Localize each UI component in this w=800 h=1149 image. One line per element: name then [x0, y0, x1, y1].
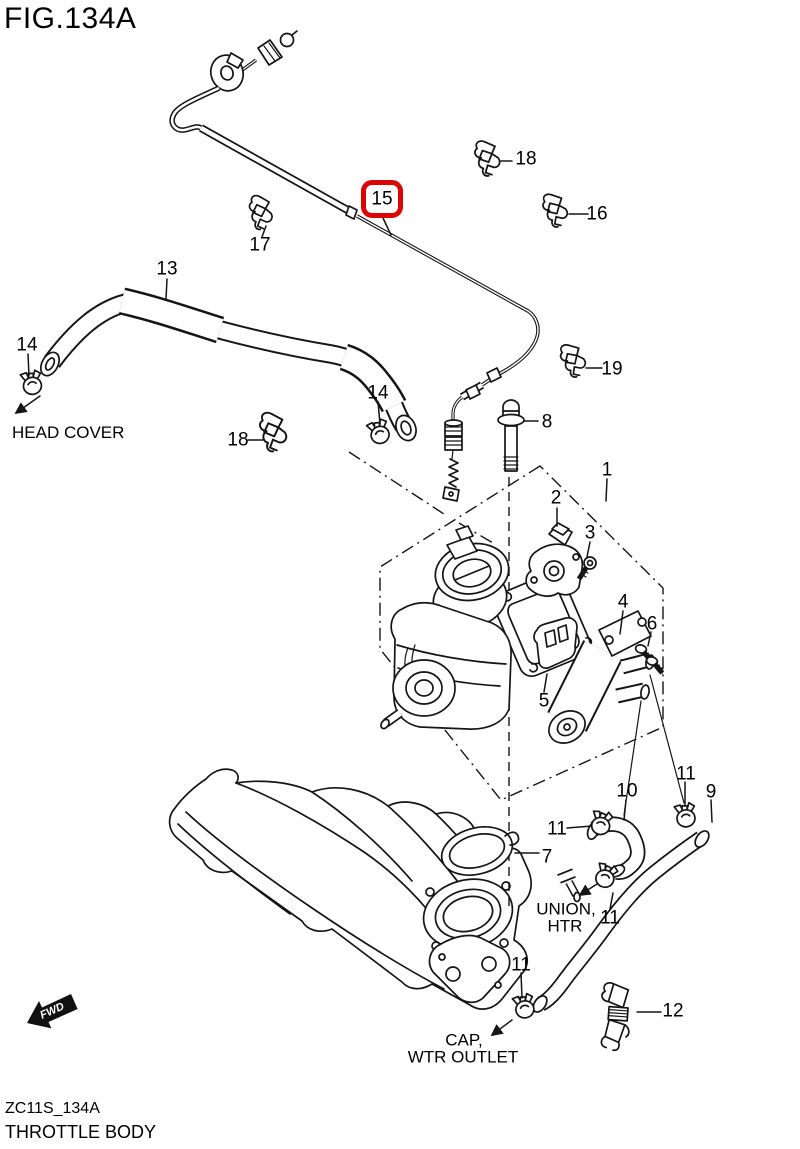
hose-clamp-11-d — [511, 991, 538, 1021]
pcv-hose-13 — [39, 287, 417, 442]
annotation-union-htr-line2: HTR — [547, 916, 583, 936]
fwd-direction-arrow: FWD — [27, 994, 78, 1029]
hose-clamp-11-b — [673, 801, 698, 829]
throttle-cable — [169, 30, 540, 502]
callout-3[interactable]: 3 — [584, 522, 596, 544]
callout-11-a[interactable]: 11 — [676, 763, 696, 785]
callout-11-d[interactable]: 11 — [511, 954, 531, 976]
callout-2[interactable]: 2 — [550, 487, 562, 509]
figure-name: THROTTLE BODY — [5, 1122, 157, 1142]
throttle-body-gasket — [440, 826, 520, 876]
callout-1[interactable]: 1 — [601, 459, 613, 481]
callout-15-selected[interactable]: 15 — [371, 188, 393, 210]
annotation-union-htr-line1: UNION, — [536, 899, 596, 919]
throttle-position-sensor — [525, 522, 584, 597]
clip-18-mid — [257, 411, 289, 454]
annotation-cap-line1: CAP, — [445, 1030, 483, 1050]
callout-10[interactable]: 10 — [616, 780, 638, 802]
callout-11-c[interactable]: 11 — [600, 907, 620, 929]
clip-19 — [558, 341, 588, 380]
water-outlet-cap-flange — [428, 934, 511, 1004]
callout-18-mid[interactable]: 18 — [227, 429, 249, 451]
highlight-box-selected-part[interactable] — [361, 180, 403, 218]
annotation-cap-line2: WTR OUTLET — [407, 1047, 519, 1067]
callout-18-top[interactable]: 18 — [515, 148, 537, 170]
clip-12 — [597, 981, 634, 1053]
mounting-bolt-8 — [497, 399, 525, 472]
callout-11-b[interactable]: 11 — [547, 818, 567, 840]
intake-manifold — [168, 768, 581, 1010]
callout-14-hose[interactable]: 14 — [367, 382, 389, 404]
callout-6[interactable]: 6 — [646, 613, 658, 635]
callout-4[interactable]: 4 — [617, 591, 629, 613]
callout-14-head-cover[interactable]: 14 — [16, 334, 38, 356]
callout-17[interactable]: 17 — [249, 234, 271, 256]
leader-lines — [14, 160, 713, 1037]
figure-code: ZC11S_134A — [5, 1100, 100, 1117]
figure-title: FIG.134A — [4, 2, 137, 35]
clip-16 — [541, 191, 570, 229]
hose-clamp-14-left — [19, 368, 45, 397]
sensor-screw — [576, 556, 597, 581]
callout-9[interactable]: 9 — [705, 781, 717, 803]
callout-5[interactable]: 5 — [538, 690, 550, 712]
isc-valve — [547, 610, 655, 744]
callout-8[interactable]: 8 — [541, 411, 553, 433]
hose-alignment-lines — [623, 674, 685, 816]
isc-valve-gasket — [533, 617, 578, 670]
callout-13[interactable]: 13 — [156, 258, 178, 280]
annotation-head-cover: HEAD COVER — [12, 423, 125, 442]
clip-18-top — [474, 140, 501, 177]
callout-7[interactable]: 7 — [541, 846, 553, 868]
water-hose-9 — [532, 830, 710, 1013]
callout-16[interactable]: 16 — [586, 203, 608, 225]
callout-12[interactable]: 12 — [662, 1000, 684, 1022]
cable-clip-17 — [246, 194, 275, 232]
callout-19[interactable]: 19 — [601, 358, 623, 380]
union-htr-fitting — [557, 868, 581, 903]
